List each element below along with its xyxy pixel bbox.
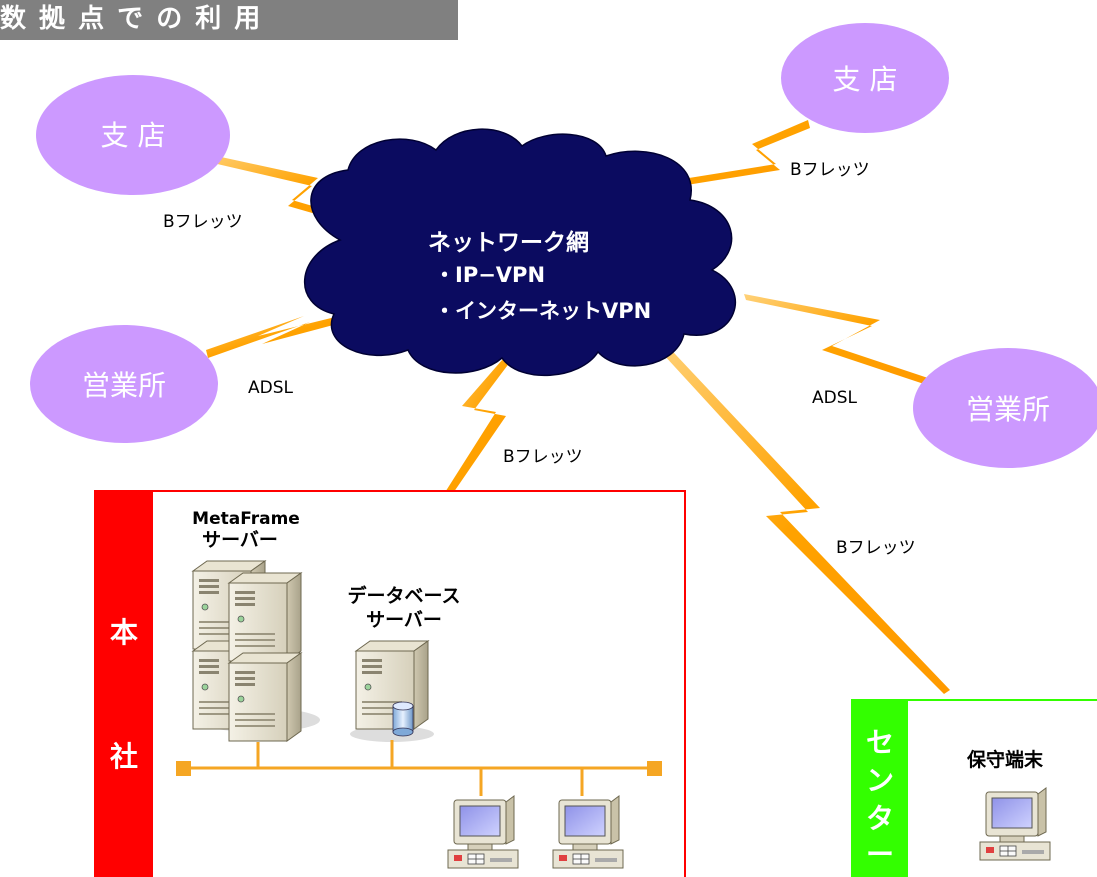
sales-right-bubble: 営業所 (913, 348, 1097, 468)
sales-left-label: 営業所 (82, 369, 166, 402)
headquarters-label-top: 本 (110, 616, 138, 649)
client-pc-icon (552, 795, 624, 869)
link-label-center: Bフレッツ (836, 538, 916, 558)
db-label-line1: データベース (347, 584, 460, 607)
center-label-char: セ (866, 726, 894, 759)
center-label-char: ン (866, 764, 894, 797)
center-box: セ ン タ ー 保守端末 (851, 699, 1097, 877)
terminal-label: 保守端末 (966, 748, 1044, 771)
link-label-branch-right: Bフレッツ (790, 160, 870, 180)
sales-right-label: 営業所 (966, 393, 1050, 426)
link-center (652, 338, 950, 694)
metaframe-server-icon (192, 560, 320, 742)
link-label-sales-right: ADSL (812, 388, 858, 408)
title-text: 数 拠 点 で の 利 用 (0, 3, 262, 34)
link-branch-right (664, 120, 810, 188)
client-pc-icon (447, 795, 519, 869)
branch-left-bubble: 支 店 (36, 75, 230, 195)
db-label-line2: サーバー (366, 609, 442, 631)
branch-right-label: 支 店 (833, 63, 898, 96)
network-item-internetvpn: ・インターネットVPN (434, 299, 651, 323)
center-label-char: ー (866, 838, 894, 871)
branch-left-label: 支 店 (101, 119, 166, 152)
link-sales-right (744, 294, 928, 384)
metaframe-label-line1: MetaFrame (192, 509, 300, 529)
link-label-branch-left: Bフレッツ (163, 212, 243, 232)
sales-left-bubble: 営業所 (30, 325, 218, 443)
network-title: ネットワーク網 (428, 229, 589, 256)
maintenance-terminal-icon (979, 787, 1051, 861)
database-server-icon (350, 640, 434, 742)
network-item-ipvpn: ・IP−VPN (434, 263, 545, 287)
link-label-headquarters: Bフレッツ (503, 447, 583, 467)
title-banner (0, 0, 458, 40)
center-label-char: タ (866, 802, 894, 835)
link-label-sales-left: ADSL (248, 378, 294, 398)
headquarters-label-bottom: 社 (110, 740, 138, 773)
headquarters-box: 本 社 MetaFrame サーバー データベース サーバー (94, 490, 686, 877)
branch-right-bubble: 支 店 (781, 23, 949, 133)
lan-bus (176, 740, 662, 796)
metaframe-label-line2: サーバー (202, 529, 278, 551)
network-cloud: ネットワーク網 ・IP−VPN ・インターネットVPN (304, 128, 737, 377)
